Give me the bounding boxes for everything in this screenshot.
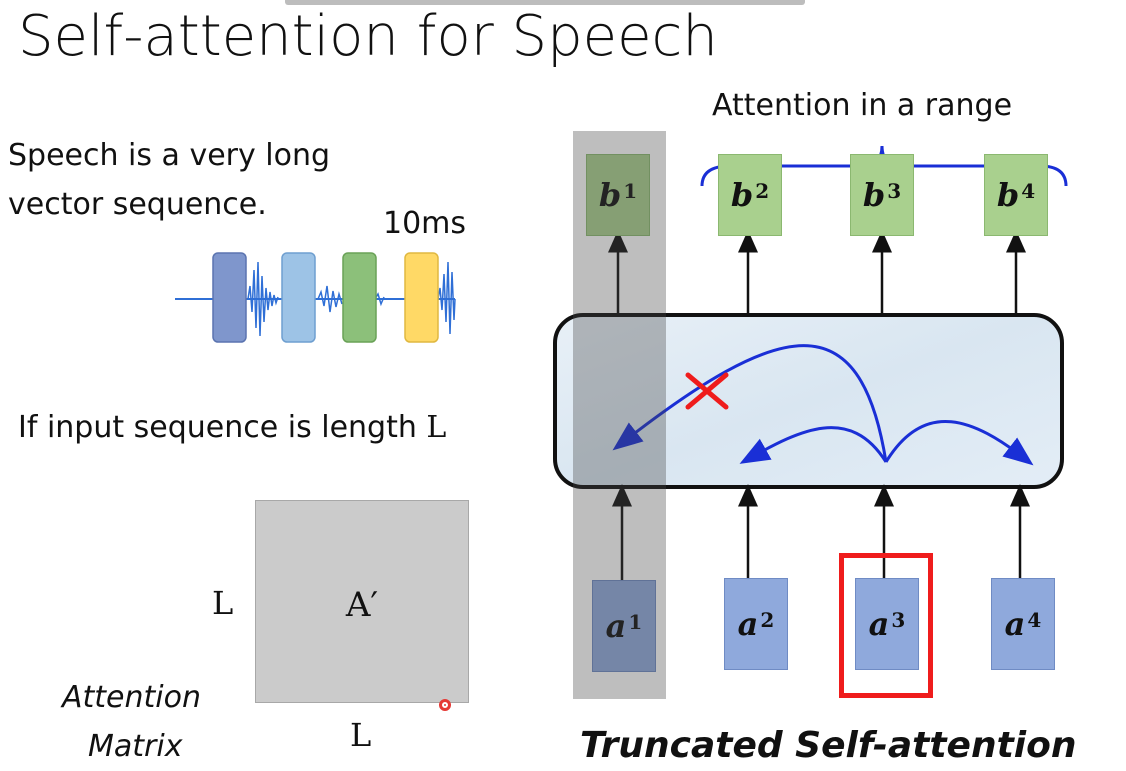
arc-to-a4	[884, 420, 1034, 466]
length-text: If input sequence is length L	[18, 410, 447, 445]
feature-bar-3	[342, 252, 377, 343]
page-title: Self-attention for Speech	[18, 4, 718, 69]
frame-duration-label: 10ms	[383, 206, 467, 241]
cross-icon	[685, 372, 729, 410]
matrix-col-label: L	[350, 716, 372, 754]
arc-to-a2	[739, 426, 888, 464]
attention-matrix: A′	[255, 500, 469, 703]
intro-line-2: vector sequence.	[8, 187, 267, 222]
feature-bar-1	[212, 252, 247, 343]
arc-to-a1	[612, 344, 888, 463]
matrix-row-label: L	[212, 584, 234, 622]
range-label: Attention in a range	[712, 88, 1013, 123]
top-scrollbar	[285, 0, 805, 5]
matrix-caption-line-1: Attention	[62, 680, 201, 715]
truncation-shade	[573, 131, 666, 699]
feature-bar-4	[404, 252, 439, 343]
matrix-symbol: A′	[345, 585, 379, 625]
intro-line-1: Speech is a very long	[8, 138, 331, 173]
highlight-box-a3	[839, 553, 933, 698]
range-brace	[700, 145, 1068, 187]
feature-bar-2	[281, 252, 316, 343]
mouse-pointer	[439, 699, 451, 711]
matrix-caption-line-2: Matrix	[88, 729, 183, 764]
diagram-caption: Truncated Self-attention	[580, 725, 1077, 766]
self-attention-layer	[553, 313, 1064, 489]
